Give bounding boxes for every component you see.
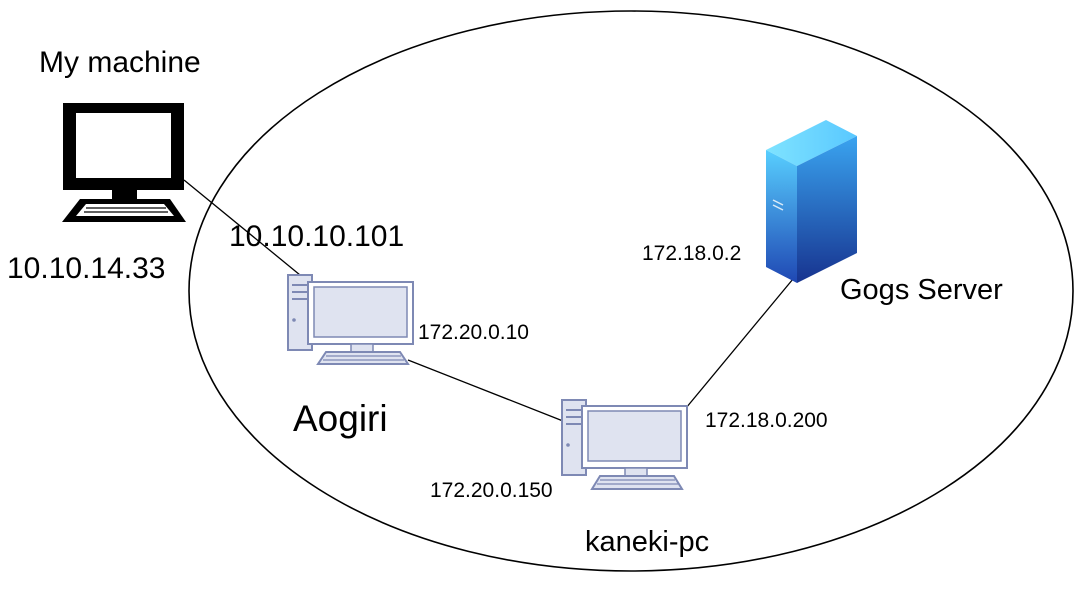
server-tower-icon [766, 120, 857, 283]
kaneki-left-ip: 172.20.0.150 [430, 479, 553, 502]
kaneki-pc-label: kaneki-pc [585, 526, 710, 558]
link-aogiri-kaneki [407, 359, 564, 422]
kaneki-right-ip: 172.18.0.200 [705, 409, 828, 432]
gogs-server-ip: 172.18.0.2 [642, 242, 742, 265]
desktop-computer-icon [561, 399, 688, 490]
aogiri-inner-ip: 172.20.0.10 [418, 321, 529, 344]
aogiri-outer-ip: 10.10.10.101 [229, 220, 405, 253]
my-machine-ip: 10.10.14.33 [7, 252, 166, 285]
monitor-icon [62, 103, 186, 222]
aogiri-label: Aogiri [293, 398, 388, 439]
my-machine-title: My machine [39, 46, 201, 79]
network-boundary-ellipse [188, 10, 1074, 572]
link-kaneki-gogs [685, 278, 794, 409]
desktop-computer-icon [287, 274, 414, 365]
gogs-server-label: Gogs Server [840, 274, 1003, 306]
link-my-machine-aogiri [183, 179, 301, 276]
